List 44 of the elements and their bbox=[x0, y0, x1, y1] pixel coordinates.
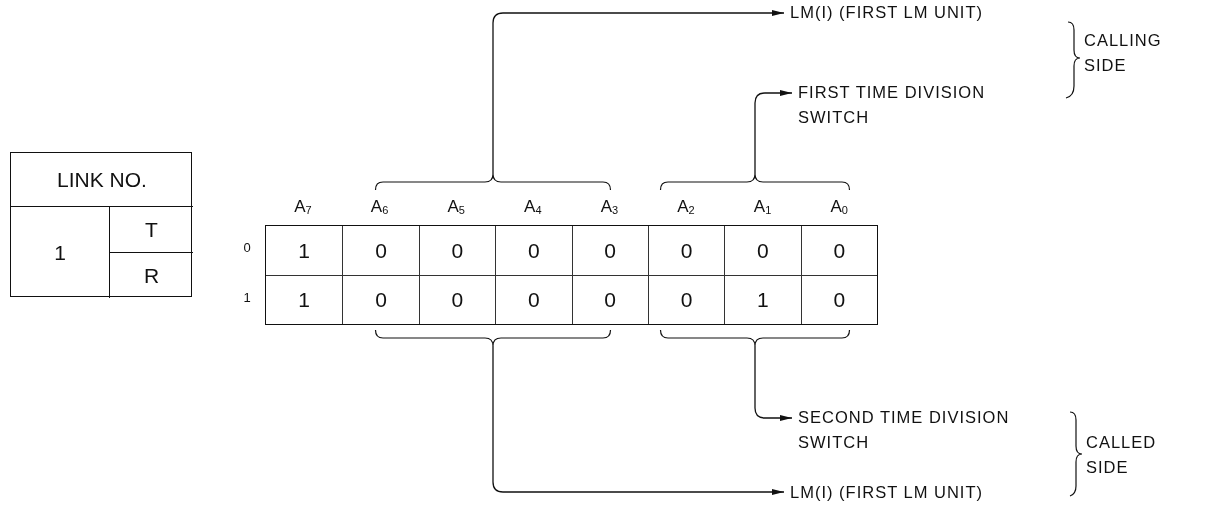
bit-label: A$_{3}$ bbox=[600, 197, 619, 216]
target-label: FIRST TIME DIVISION SWITCH bbox=[798, 83, 986, 126]
table-header: LINK NO. bbox=[56, 166, 148, 193]
table-cell: 0 bbox=[647, 226, 725, 275]
arrow bbox=[492, 345, 785, 495]
row-index: 0 bbox=[243, 240, 251, 255]
row-index: 1 bbox=[243, 290, 251, 305]
target-label: SECOND TIME DIVISION SWITCH bbox=[798, 408, 1010, 451]
table-cell: T bbox=[109, 206, 193, 252]
side-label: CALLED SIDE bbox=[1086, 433, 1157, 476]
arrow bbox=[492, 10, 785, 175]
table-cell: 0 bbox=[342, 226, 419, 275]
table-cell-text: 1 bbox=[297, 237, 312, 264]
table-cell: 1 bbox=[724, 275, 801, 324]
bit-label: A$_{2}$ bbox=[677, 197, 695, 216]
table-cell: 0 bbox=[571, 275, 648, 324]
arrow bbox=[754, 345, 793, 421]
table-cell: 0 bbox=[647, 275, 725, 324]
side-label: CALLING SIDE bbox=[1084, 31, 1162, 74]
table-cell: 0 bbox=[495, 275, 572, 324]
curly-brace bbox=[660, 330, 850, 346]
target-label: LM(I) (FIRST LM UNIT) bbox=[790, 483, 984, 501]
table-cell: 0 bbox=[571, 226, 648, 275]
table-cell: 0 bbox=[800, 226, 877, 275]
bit-label: A$_{0}$ bbox=[830, 197, 848, 216]
curly-brace bbox=[375, 174, 611, 190]
arrow bbox=[754, 90, 793, 175]
bit-label: A$_{4}$ bbox=[524, 197, 542, 216]
table-cell: 0 bbox=[495, 226, 572, 275]
table-cell: 0 bbox=[342, 275, 419, 324]
table-cell: 0 bbox=[418, 226, 496, 275]
table-cell: 0 bbox=[724, 226, 801, 275]
table-cell: R bbox=[109, 252, 193, 298]
bit-label: A$_{1}$ bbox=[753, 197, 772, 216]
curly-brace bbox=[375, 330, 611, 346]
curly-brace bbox=[660, 174, 850, 190]
table-cell: 1 bbox=[11, 206, 109, 298]
table-cell: 0 bbox=[800, 275, 877, 324]
bit-label: A$_{7}$ bbox=[294, 197, 312, 216]
bit-label: A$_{6}$ bbox=[370, 197, 389, 216]
bit-label: A$_{5}$ bbox=[447, 197, 465, 216]
table-cell: 1 bbox=[266, 275, 343, 324]
target-label: LM(I) (FIRST LM UNIT) bbox=[790, 3, 984, 21]
table-cell: 0 bbox=[418, 275, 496, 324]
